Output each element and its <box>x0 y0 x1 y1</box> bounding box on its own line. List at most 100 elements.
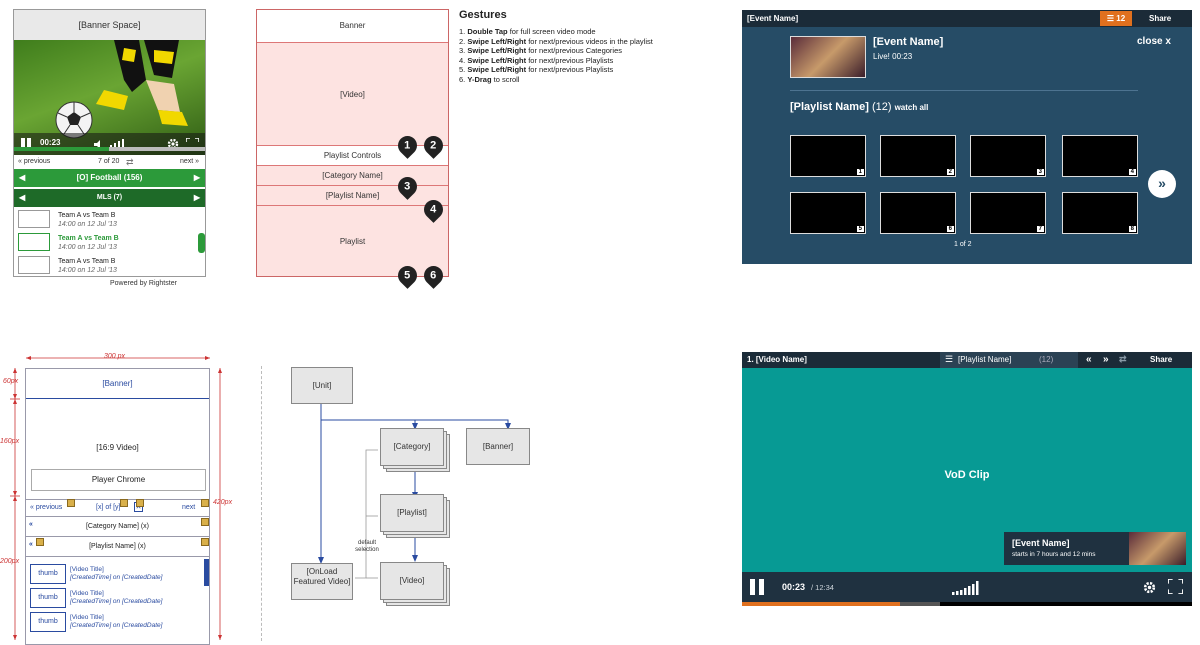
upcoming-event-card[interactable]: [Event Name] starts in 7 hours and 12 mi… <box>1004 532 1186 565</box>
playlist-bar[interactable]: ◀ MLS (7) ▶ <box>14 189 205 207</box>
current-time: 00:23 <box>40 138 61 147</box>
pause-icon[interactable] <box>750 579 764 595</box>
mobile-player-mock: [Banner Space] 00:23 « pr <box>13 9 206 277</box>
fullscreen-icon[interactable] <box>1168 579 1183 594</box>
video-date: 14:00 on 12 Jul '13 <box>58 244 117 251</box>
list-item-active[interactable]: Team A vs Team B 14:00 on 12 Jul '13 <box>18 233 200 253</box>
progress-bar[interactable] <box>14 147 205 151</box>
playlist-count-badge[interactable]: ☰ 12 <box>1100 11 1132 26</box>
wire-playlist-controls: Playlist Controls <box>257 145 448 165</box>
playlist-count: 12 <box>1116 14 1126 23</box>
vod-progress-track[interactable] <box>742 602 1192 606</box>
dim-count: [x] of [y] <box>96 504 121 511</box>
vod-video-name: 1. [Video Name] <box>747 355 807 364</box>
share-button[interactable]: Share <box>1149 14 1172 23</box>
double-chevron-left-icon: « <box>29 541 33 548</box>
gesture-wireframe: Banner [Video] Playlist Controls [Catego… <box>256 9 449 277</box>
dim-category-row[interactable]: « [Category Name] (x) » <box>26 518 209 537</box>
next-link[interactable]: next » <box>180 158 200 165</box>
flow-playlist-node: [Playlist] <box>380 494 444 532</box>
wire-banner: Banner <box>339 21 366 30</box>
vod-share-button[interactable]: Share <box>1150 355 1173 364</box>
dim-previous-link[interactable]: « previous <box>30 504 63 511</box>
video-area[interactable]: 00:23 <box>14 40 205 155</box>
scrollbar-handle[interactable] <box>198 233 205 253</box>
event-overlay-mock: [Event Name] ☰ 12 Share [Event Name] Liv… <box>742 10 1192 264</box>
wire-playlist: Playlist <box>257 205 448 276</box>
repeat-icon[interactable]: ⇄ <box>126 157 134 167</box>
category-next-arrow-icon[interactable]: ▶ <box>193 173 200 182</box>
settings-gear-icon[interactable] <box>1143 581 1156 594</box>
soccer-player-image <box>96 40 188 126</box>
dim-video-date: [CreatedTime] on [CreatedDate] <box>70 574 163 581</box>
next-page-chevron-icon[interactable]: » <box>1148 170 1176 198</box>
video-tile[interactable]: 5 <box>790 192 866 234</box>
image-marker-icon <box>67 499 75 507</box>
gear-icon[interactable] <box>167 138 179 150</box>
dim-video-date: [CreatedTime] on [CreatedDate] <box>70 622 163 629</box>
gesture-item: 5. Swipe Left/Right for next/previous Pl… <box>459 65 614 74</box>
video-tile[interactable]: 8 <box>1062 192 1138 234</box>
list-icon: ☰ <box>945 354 954 364</box>
player-controls-bar: 00:23 <box>14 133 205 155</box>
watch-all-link[interactable]: watch all <box>894 103 929 112</box>
dim-next-link[interactable]: next <box>182 504 196 511</box>
height-video-dimension: 160px <box>0 438 20 445</box>
list-item[interactable]: Team A vs Team B 14:00 on 12 Jul '13 <box>18 210 200 230</box>
video-title: Team A vs Team B <box>58 212 116 219</box>
divider <box>790 90 1138 91</box>
playlist-next-arrow-icon[interactable]: ▶ <box>193 193 200 202</box>
dim-scrollbar[interactable] <box>204 559 209 586</box>
list-icon: ☰ <box>1106 14 1115 23</box>
video-date: 14:00 on 12 Jul '13 <box>58 267 117 274</box>
video-tile[interactable]: 2 <box>880 135 956 177</box>
gesture-item: 4. Swipe Left/Right for next/previous Pl… <box>459 55 614 65</box>
event-header-title: [Event Name] <box>747 14 799 23</box>
image-marker-icon <box>36 538 44 546</box>
vod-playlist-selector[interactable]: ☰ [Playlist Name] (12) <box>940 352 1078 368</box>
video-title: Team A vs Team B <box>58 235 119 242</box>
dim-list-item[interactable]: thumb [Video Title][CreatedTime] on [Cre… <box>30 564 200 586</box>
previous-video-icon[interactable]: « <box>1086 354 1092 365</box>
volume-level-icon[interactable] <box>952 580 982 595</box>
category-bar[interactable]: ◀ [O] Football (156) ▶ <box>14 169 205 187</box>
wire-video: [Video] <box>257 42 448 145</box>
video-date: 14:00 on 12 Jul '13 <box>58 221 117 228</box>
image-marker-icon <box>201 499 209 507</box>
playlist-nav: « previous 7 of 20 ⇄ next » <box>14 155 205 169</box>
video-tile[interactable]: 4 <box>1062 135 1138 177</box>
dimension-wireframe: [Banner] [16:9 Video] Player Chrome « pr… <box>25 368 210 645</box>
vod-current-time: 00:23 <box>782 582 806 592</box>
soccer-ball-icon <box>55 101 93 139</box>
video-tile[interactable]: 1 <box>790 135 866 177</box>
dim-category-label: [Category Name] (x) <box>85 523 150 530</box>
dim-list-item[interactable]: thumb [Video Title][CreatedTime] on [Cre… <box>30 612 200 634</box>
section-separator <box>261 366 262 641</box>
playlist-count: (12) <box>871 101 892 113</box>
repeat-icon[interactable]: ⇄ <box>1119 354 1127 364</box>
height-list-dimension: 200px <box>0 558 20 565</box>
category-prev-arrow-icon[interactable]: ◀ <box>19 173 26 182</box>
gestures-list: Gestures 1. Double Tap for full screen v… <box>459 9 719 84</box>
previous-link[interactable]: « previous <box>18 158 51 165</box>
video-thumbnail <box>18 210 50 228</box>
vod-playlist-name: [Playlist Name] <box>958 355 1012 364</box>
video-thumbnail <box>18 233 50 251</box>
gestures-title: Gestures <box>459 9 507 21</box>
next-video-icon[interactable]: » <box>1103 354 1109 365</box>
video-tile[interactable]: 3 <box>970 135 1046 177</box>
close-button[interactable]: close x <box>1137 36 1171 47</box>
dim-nav-row: « previous [x] of [y] ✕ next <box>26 499 209 517</box>
pause-icon[interactable] <box>20 138 32 150</box>
live-status: Live! 00:23 <box>873 52 913 61</box>
video-tile[interactable]: 7 <box>970 192 1046 234</box>
gesture-item: 6. Y-Drag to scroll <box>459 74 520 84</box>
image-marker-icon <box>201 538 209 546</box>
playlist-prev-arrow-icon[interactable]: ◀ <box>19 193 26 202</box>
video-tile[interactable]: 6 <box>880 192 956 234</box>
event-thumbnail[interactable] <box>790 36 866 78</box>
dimension-lines <box>10 356 222 640</box>
dim-list-item[interactable]: thumb [Video Title][CreatedTime] on [Cre… <box>30 588 200 610</box>
dim-playlist-row[interactable]: « [Playlist Name] (x) » <box>26 538 209 557</box>
